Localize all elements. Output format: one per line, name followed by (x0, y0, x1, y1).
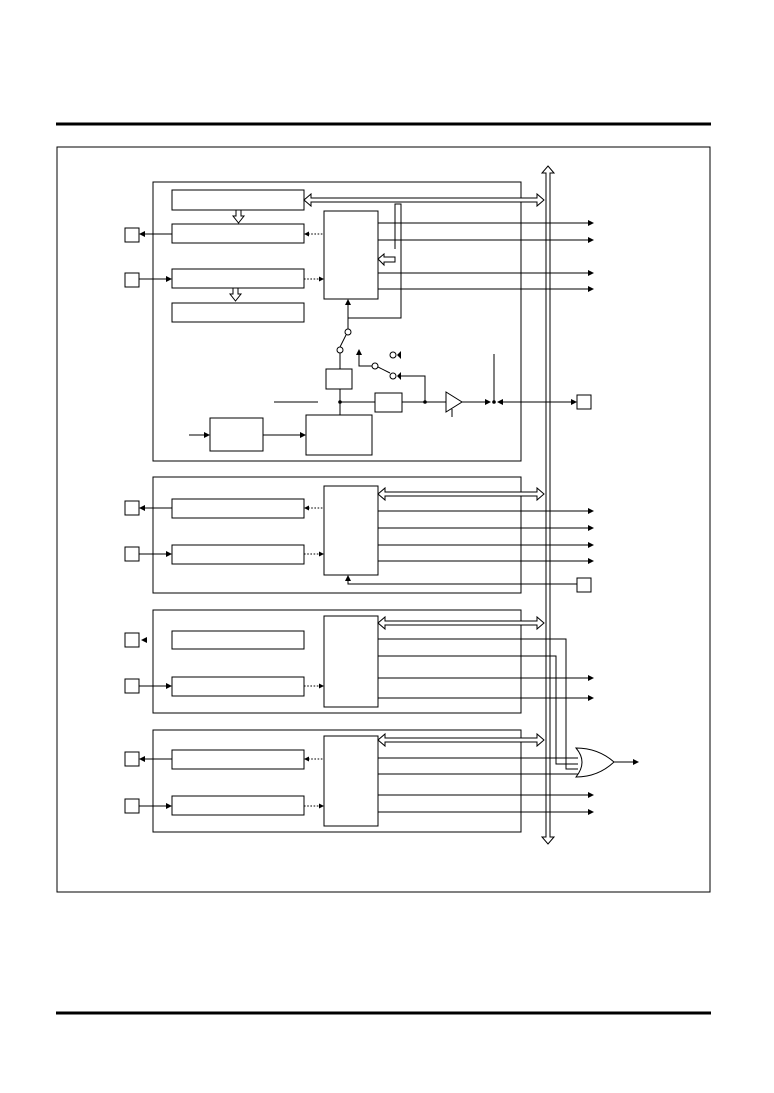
s2-register-a (171, 498, 305, 519)
s3-register-b (171, 676, 305, 697)
section-1-frame (152, 181, 522, 462)
s1-pin-out (124, 227, 140, 243)
s1-prescaler (209, 417, 264, 452)
section-2-frame (152, 476, 522, 594)
s2-pin-clock (576, 577, 592, 593)
vertical-bus (540, 165, 556, 845)
s3-register-a (171, 630, 305, 650)
section-3-frame (152, 609, 522, 714)
s1-baud-generator (305, 414, 373, 456)
s1-feedback-arrow (377, 252, 396, 267)
s1-switch-node-d (389, 351, 397, 359)
figure-frame (56, 146, 711, 893)
s4-pin-out (124, 751, 140, 767)
s2-register-b (171, 544, 305, 565)
s4-data-bus (377, 732, 545, 748)
s1-register-c (171, 268, 305, 289)
s1-switch-node-a (344, 328, 352, 336)
s1-transfer-arrow-1 (231, 209, 246, 224)
s4-register-a (171, 749, 305, 770)
s1-data-bus (303, 192, 545, 208)
s3-pin-a (124, 632, 140, 648)
s1-driver-block (374, 392, 403, 413)
section-4-frame (152, 729, 522, 833)
s3-data-bus (377, 615, 545, 631)
s1-control-block (323, 210, 379, 300)
s2-pin-out (124, 500, 140, 516)
s4-control-block (323, 735, 379, 827)
s1-buffer (445, 391, 463, 413)
s1-small-block (325, 368, 353, 390)
s2-control-block (323, 485, 379, 576)
s2-data-bus (377, 486, 545, 502)
s1-switch-node-c (371, 362, 379, 370)
s2-pin-in (124, 546, 140, 562)
s4-pin-in (124, 798, 140, 814)
s1-register-b (171, 223, 305, 244)
s1-register-d (171, 302, 305, 323)
s1-pin-io (576, 394, 592, 410)
or-gate (574, 747, 615, 778)
s1-switch-node-b (336, 346, 344, 354)
s1-pin-out-arrow (139, 231, 145, 237)
s1-switch-node-e (389, 372, 397, 380)
s1-register-a (171, 189, 305, 211)
s3-pin-in (124, 678, 140, 694)
s1-transfer-arrow-2 (228, 287, 243, 302)
s3-control-block (323, 615, 379, 708)
s4-register-b (171, 795, 305, 816)
s1-pin-in (124, 272, 140, 288)
